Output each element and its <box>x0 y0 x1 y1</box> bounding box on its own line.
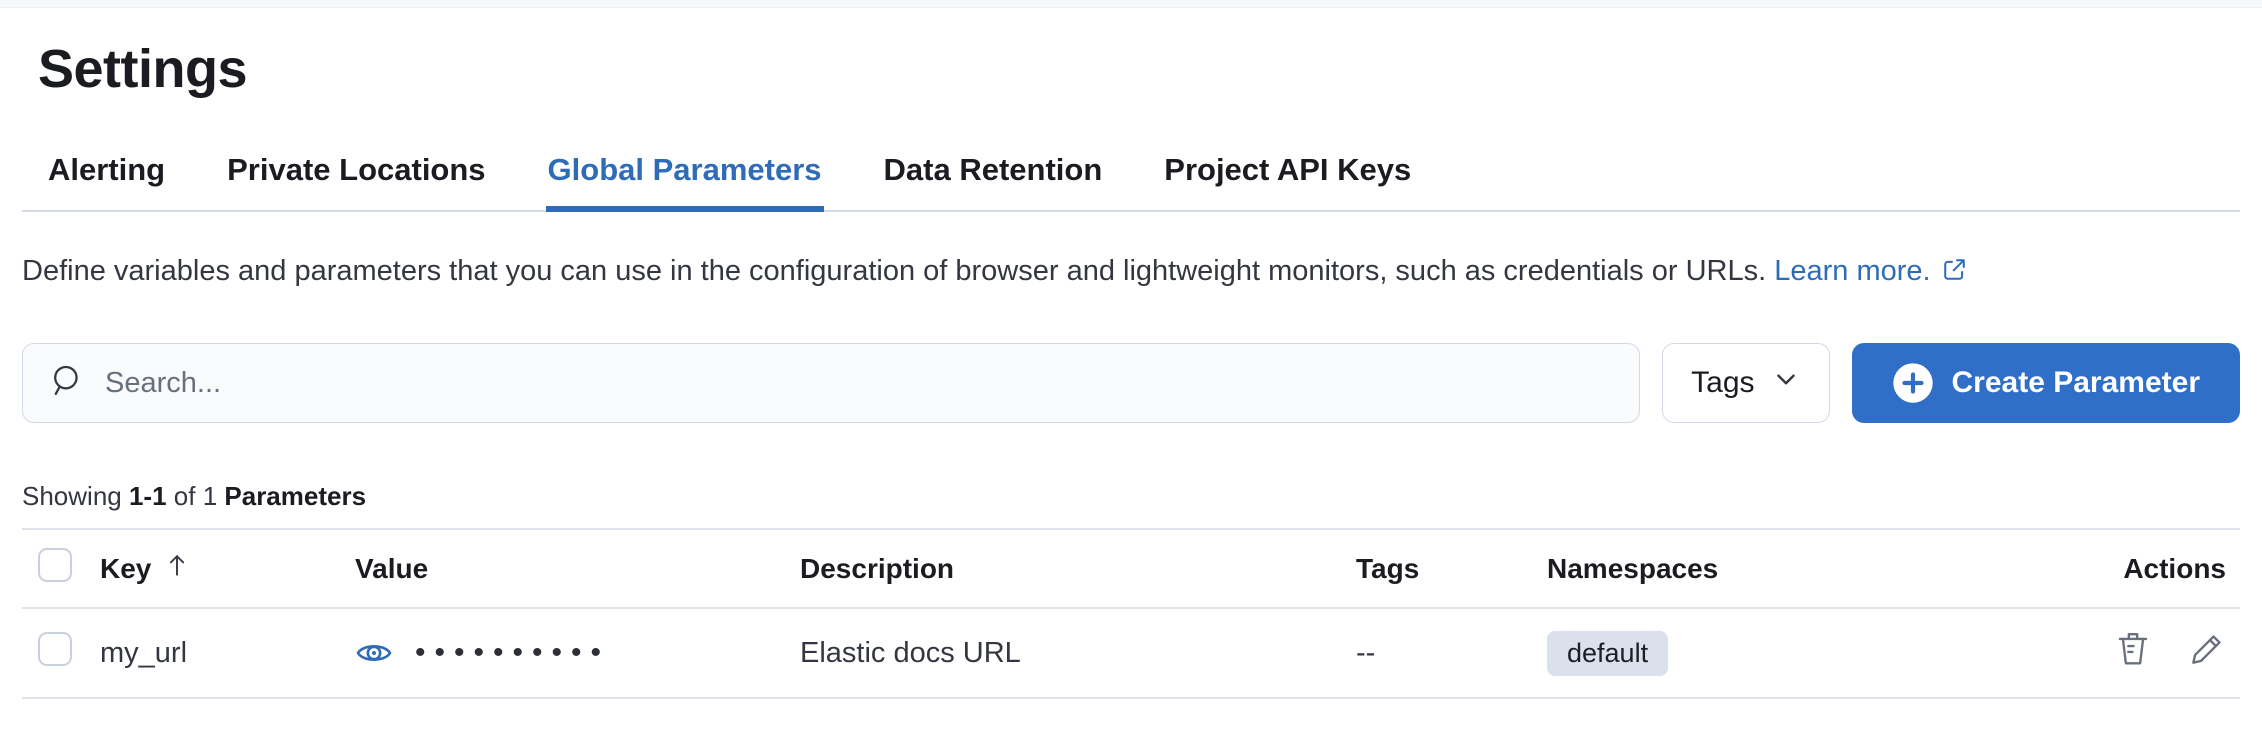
tags-filter-button[interactable]: Tags <box>1662 343 1830 423</box>
external-link-icon <box>1941 251 1968 297</box>
learn-more-link[interactable]: Learn more. <box>1774 255 1967 287</box>
pencil-icon[interactable] <box>2188 630 2226 668</box>
namespace-badge: default <box>1547 630 1669 676</box>
column-header-tags: Tags <box>1356 552 1420 584</box>
tags-filter-label: Tags <box>1691 366 1755 399</box>
eye-icon[interactable] <box>355 634 393 672</box>
column-header-description: Description <box>800 552 955 584</box>
description-text: Define variables and parameters that you… <box>22 255 1767 287</box>
sort-ascending-icon <box>163 551 191 586</box>
tab-data-retention[interactable]: Data Retention <box>883 152 1103 187</box>
table-header-row: Key Value Description Tags Namespaces Ac… <box>22 529 2240 608</box>
results-summary: Showing 1-1 of 1 Parameters <box>22 481 2240 512</box>
cell-actions <box>2100 608 2240 698</box>
plus-in-circle-icon <box>1892 362 1934 404</box>
summary-of: of 1 <box>173 481 218 511</box>
create-parameter-label: Create Parameter <box>1951 366 2200 399</box>
top-edge-strip <box>0 0 2262 8</box>
cell-value: •••••••••• <box>355 608 800 698</box>
cell-key: my_url <box>100 636 188 669</box>
page-title: Settings <box>38 39 248 99</box>
trash-icon[interactable] <box>2114 630 2152 668</box>
tab-private-locations[interactable]: Private Locations <box>227 152 486 187</box>
column-header-value: Value <box>355 552 429 584</box>
settings-page: Settings Alerting Private Locations Glob… <box>0 38 2262 699</box>
tab-project-api-keys[interactable]: Project API Keys <box>1164 152 1412 187</box>
column-header-namespaces: Namespaces <box>1547 552 1719 584</box>
cell-tags: -- <box>1356 636 1376 669</box>
page-description: Define variables and parameters that you… <box>22 248 2234 297</box>
summary-range: 1-1 <box>128 481 167 511</box>
parameters-toolbar: Tags Create Parameter <box>22 343 2240 423</box>
table-row: my_url •••••••••• Elastic docs UR <box>22 608 2240 698</box>
select-all-checkbox[interactable] <box>38 548 72 582</box>
column-header-key[interactable]: Key <box>100 529 355 608</box>
column-key-label: Key <box>100 552 152 584</box>
summary-showing: Showing <box>22 481 122 511</box>
column-header-actions: Actions <box>2123 552 2226 584</box>
cell-description: Elastic docs URL <box>800 636 1021 669</box>
search-box[interactable] <box>22 343 1641 423</box>
summary-entity: Parameters <box>224 481 367 511</box>
search-input[interactable] <box>105 366 1614 400</box>
search-icon <box>49 363 85 404</box>
parameters-table: Key Value Description Tags Namespaces Ac… <box>22 528 2240 699</box>
tab-global-parameters[interactable]: Global Parameters <box>545 152 824 212</box>
row-checkbox[interactable] <box>38 632 72 666</box>
tab-alerting[interactable]: Alerting <box>48 152 166 187</box>
create-parameter-button[interactable]: Create Parameter <box>1851 343 2240 423</box>
learn-more-label: Learn more. <box>1774 255 1931 287</box>
masked-value: •••••••••• <box>415 636 611 669</box>
chevron-down-icon <box>1771 364 1801 402</box>
cell-namespaces: default <box>1547 608 2100 698</box>
settings-tabs: Alerting Private Locations Global Parame… <box>22 152 2240 212</box>
